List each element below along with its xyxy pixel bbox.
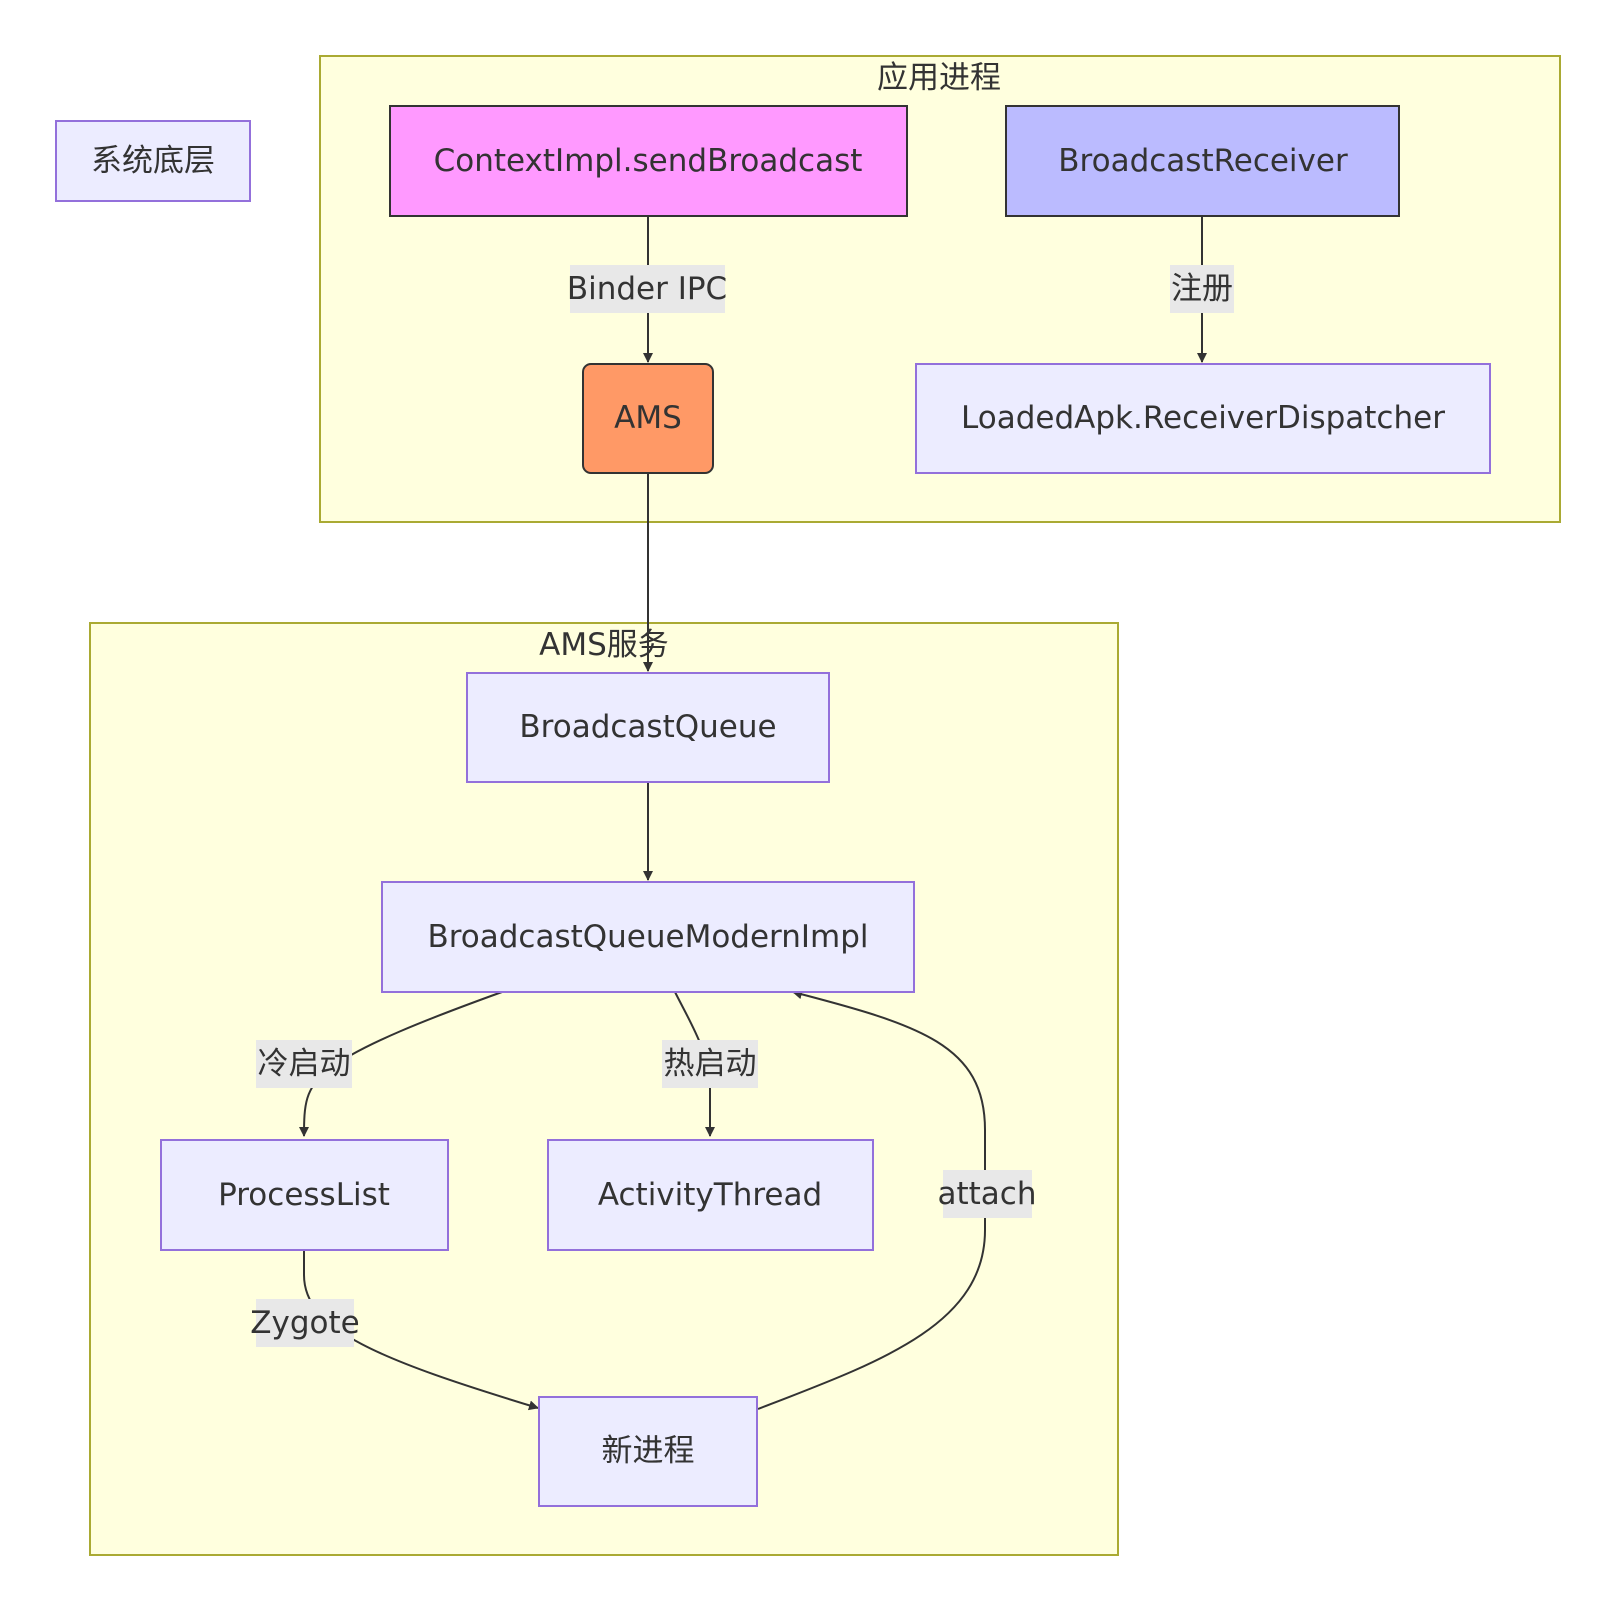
node-queue-modern-impl-label: BroadcastQueueModernImpl [427,919,868,955]
node-activity-thread: ActivityThread [547,1139,874,1251]
edge-attach: attach [757,989,1037,1410]
cluster-ams-service-title: AMS服务 [539,627,669,663]
cluster-app-process-title: 应用进程 [877,60,1001,96]
node-broadcast-queue-label: BroadcastQueue [519,709,776,745]
node-broadcast-receiver: BroadcastReceiver [1005,105,1400,217]
edge-label-zygote: Zygote [250,1305,359,1341]
node-system-bottom: 系统底层 [55,120,251,202]
node-queue-modern-impl: BroadcastQueueModernImpl [381,881,915,993]
node-new-process: 新进程 [538,1396,758,1507]
node-new-process-label: 新进程 [602,1433,695,1469]
node-process-list: ProcessList [160,1139,449,1251]
node-ams-label: AMS [614,400,682,436]
edge-label-hot-start: 热启动 [664,1046,757,1082]
node-process-list-label: ProcessList [218,1177,390,1213]
node-receiver-dispatcher: LoadedApk.ReceiverDispatcher [915,363,1491,474]
node-send-broadcast-label: ContextImpl.sendBroadcast [434,143,863,179]
edge-label-attach: attach [938,1176,1037,1212]
edge-label-register: 注册 [1171,271,1233,307]
node-send-broadcast: ContextImpl.sendBroadcast [389,105,908,217]
node-activity-thread-label: ActivityThread [598,1177,822,1213]
edge-label-binder-ipc: Binder IPC [567,271,727,307]
edge-register: 注册 [1170,216,1234,363]
edge-hot-start: 热启动 [662,991,758,1137]
edge-label-cold-start: 冷启动 [258,1046,351,1082]
edge-binder-ipc: Binder IPC [567,216,727,363]
edge-zygote: Zygote [250,1250,539,1411]
node-broadcast-receiver-label: BroadcastReceiver [1058,143,1348,179]
node-system-bottom-label: 系统底层 [91,143,215,179]
node-broadcast-queue: BroadcastQueue [466,672,830,783]
node-ams: AMS [582,363,714,474]
edge-cold-start: 冷启动 [256,991,503,1137]
node-receiver-dispatcher-label: LoadedApk.ReceiverDispatcher [961,400,1445,436]
